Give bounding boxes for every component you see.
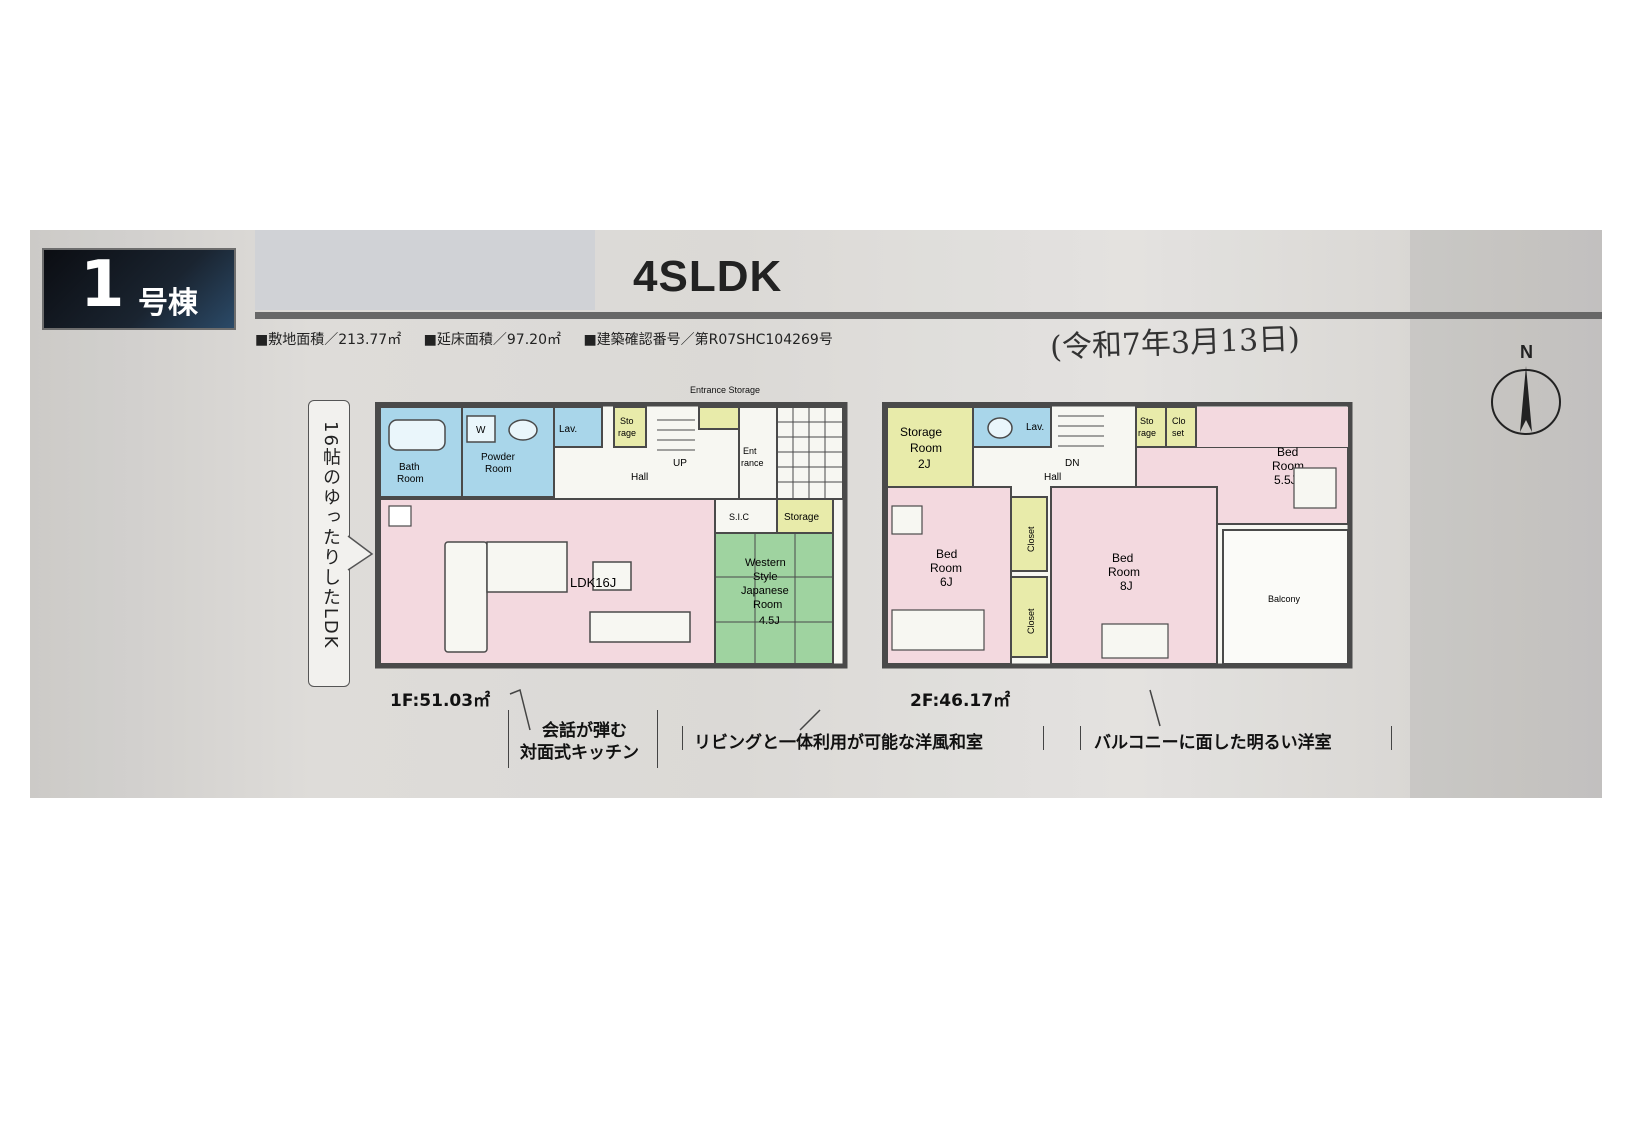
jp-label-5: 4.5J — [759, 615, 780, 627]
bed6-label-2: Room — [930, 561, 962, 575]
sic-label: S.I.C — [729, 512, 750, 522]
balcony — [1222, 529, 1349, 665]
entrance-storage-label: Entrance Storage — [690, 385, 761, 395]
japanese-room-callout-text: リビングと一体利用が可能な洋風和室 — [694, 733, 983, 753]
powder-label-1: Powder — [481, 452, 516, 463]
sofa — [589, 611, 691, 643]
hall-2f-label: Hall — [1044, 472, 1061, 483]
ldk-label: LDK16J — [570, 575, 616, 590]
jp-label-4: Room — [753, 599, 782, 611]
jp-label-1: Western — [745, 557, 786, 569]
sr-label-1: Storage — [900, 425, 942, 439]
closet-b-label: Closet — [1026, 608, 1036, 634]
closet-small-2f — [1165, 406, 1197, 448]
permit-number: ■建築確認番号／第R07SHC104269号 — [583, 332, 833, 348]
kitchen-callout-line2: 対面式キッチン — [520, 743, 639, 763]
layout-type: 4SLDK — [633, 252, 783, 301]
floor1-area: 1F:51.03㎡ — [390, 691, 491, 711]
entrance-label-1: Ent — [743, 446, 757, 456]
callout-pointers — [509, 688, 1161, 731]
clo-2f-2: set — [1172, 428, 1185, 438]
kitchen-callout-line1: 会話が弾む — [542, 721, 627, 741]
storage-small-2f — [1135, 406, 1167, 448]
building-number: 1 — [80, 248, 125, 322]
bed55-label-1: Bed — [1277, 445, 1298, 459]
up-label: UP — [673, 458, 687, 469]
bed6-label-1: Bed — [936, 547, 957, 561]
lav-1f-label: Lav. — [559, 424, 577, 435]
dn-label: DN — [1065, 458, 1079, 469]
floor2-plan: Storage Room 2J Lav. Hall DN Sto rage Cl… — [882, 402, 1353, 669]
floor2-area: 2F:46.17㎡ — [910, 691, 1011, 711]
storage-room-2f — [886, 406, 974, 488]
bath-label-2: Room — [397, 474, 424, 485]
lav-1f — [553, 406, 603, 448]
sr-label-3: 2J — [918, 457, 931, 471]
closet-b — [1010, 576, 1048, 658]
floor-area: ■延床面積／97.20㎡ — [423, 332, 561, 348]
bed8-label-2: Room — [1108, 565, 1140, 579]
hall-1f-label: Hall — [631, 472, 648, 483]
japanese-room — [714, 532, 834, 665]
balcony-label: Balcony — [1268, 594, 1301, 604]
powder-label-2: Room — [485, 464, 512, 475]
bed55-label-3: 5.5J — [1274, 473, 1297, 487]
closet-a — [1010, 496, 1048, 572]
entrance-label-2: rance — [741, 458, 764, 468]
bed6-label-3: 6J — [940, 575, 953, 589]
storage-small-1f — [613, 406, 647, 448]
dining-table — [486, 541, 568, 593]
redacted-area — [255, 230, 595, 310]
ldk-callout-text: 16帖のゆったりしたLDK — [320, 421, 341, 650]
japanese-room-callout — [682, 726, 1044, 750]
sto-2f-1: Sto — [1140, 416, 1154, 426]
sr-label-2: Room — [910, 441, 942, 455]
compass-label: N — [1520, 342, 1533, 362]
storage-1f-label: Storage — [784, 512, 819, 523]
floor-plan-sheet: 1 号棟 4SLDK ■敷地面積／213.77㎡ ■延床面積／97.20㎡ ■建… — [30, 230, 1602, 798]
lav-2f-label: Lav. — [1026, 422, 1044, 433]
balcony-room-callout — [1080, 726, 1392, 750]
ldk-callout-pointer — [347, 535, 374, 571]
sto-2f-2: rage — [1138, 428, 1156, 438]
jp-label-3: Japanese — [741, 585, 789, 597]
kitchen-counter — [444, 541, 488, 653]
building-badge: 1 号棟 — [42, 248, 236, 330]
bath-label-1: Bath — [399, 462, 420, 473]
bed8-label-3: 8J — [1120, 579, 1133, 593]
jp-label-2: Style — [753, 571, 777, 583]
spec-line: ■敷地面積／213.77㎡ ■延床面積／97.20㎡ ■建築確認番号／第R07S… — [255, 329, 851, 349]
handwritten-date: (令和7年3月13日) — [1049, 321, 1301, 366]
closet-a-label: Closet — [1026, 526, 1036, 552]
porch-tiles — [776, 406, 844, 500]
site-area: ■敷地面積／213.77㎡ — [255, 332, 402, 348]
balcony-room-callout-text: バルコニーに面した明るい洋室 — [1094, 733, 1332, 753]
entrance-storage — [698, 406, 740, 430]
clo-2f-1: Clo — [1172, 416, 1186, 426]
building-suffix: 号棟 — [138, 286, 198, 321]
north-compass-icon: N — [1491, 342, 1561, 435]
kitchen-callout — [508, 710, 658, 768]
washer-label: W — [476, 425, 486, 436]
bed8-label-1: Bed — [1112, 551, 1133, 565]
storage-1f — [776, 498, 834, 534]
header-rule — [255, 312, 1602, 319]
sto-1f-1: Sto — [620, 416, 634, 426]
background-shadow — [1410, 230, 1602, 798]
sto-1f-2: rage — [618, 428, 636, 438]
floor1-plan: Bath Room W Powder Room Lav. Sto rage Ha… — [375, 402, 848, 669]
ldk-callout: 16帖のゆったりしたLDK — [308, 400, 350, 687]
